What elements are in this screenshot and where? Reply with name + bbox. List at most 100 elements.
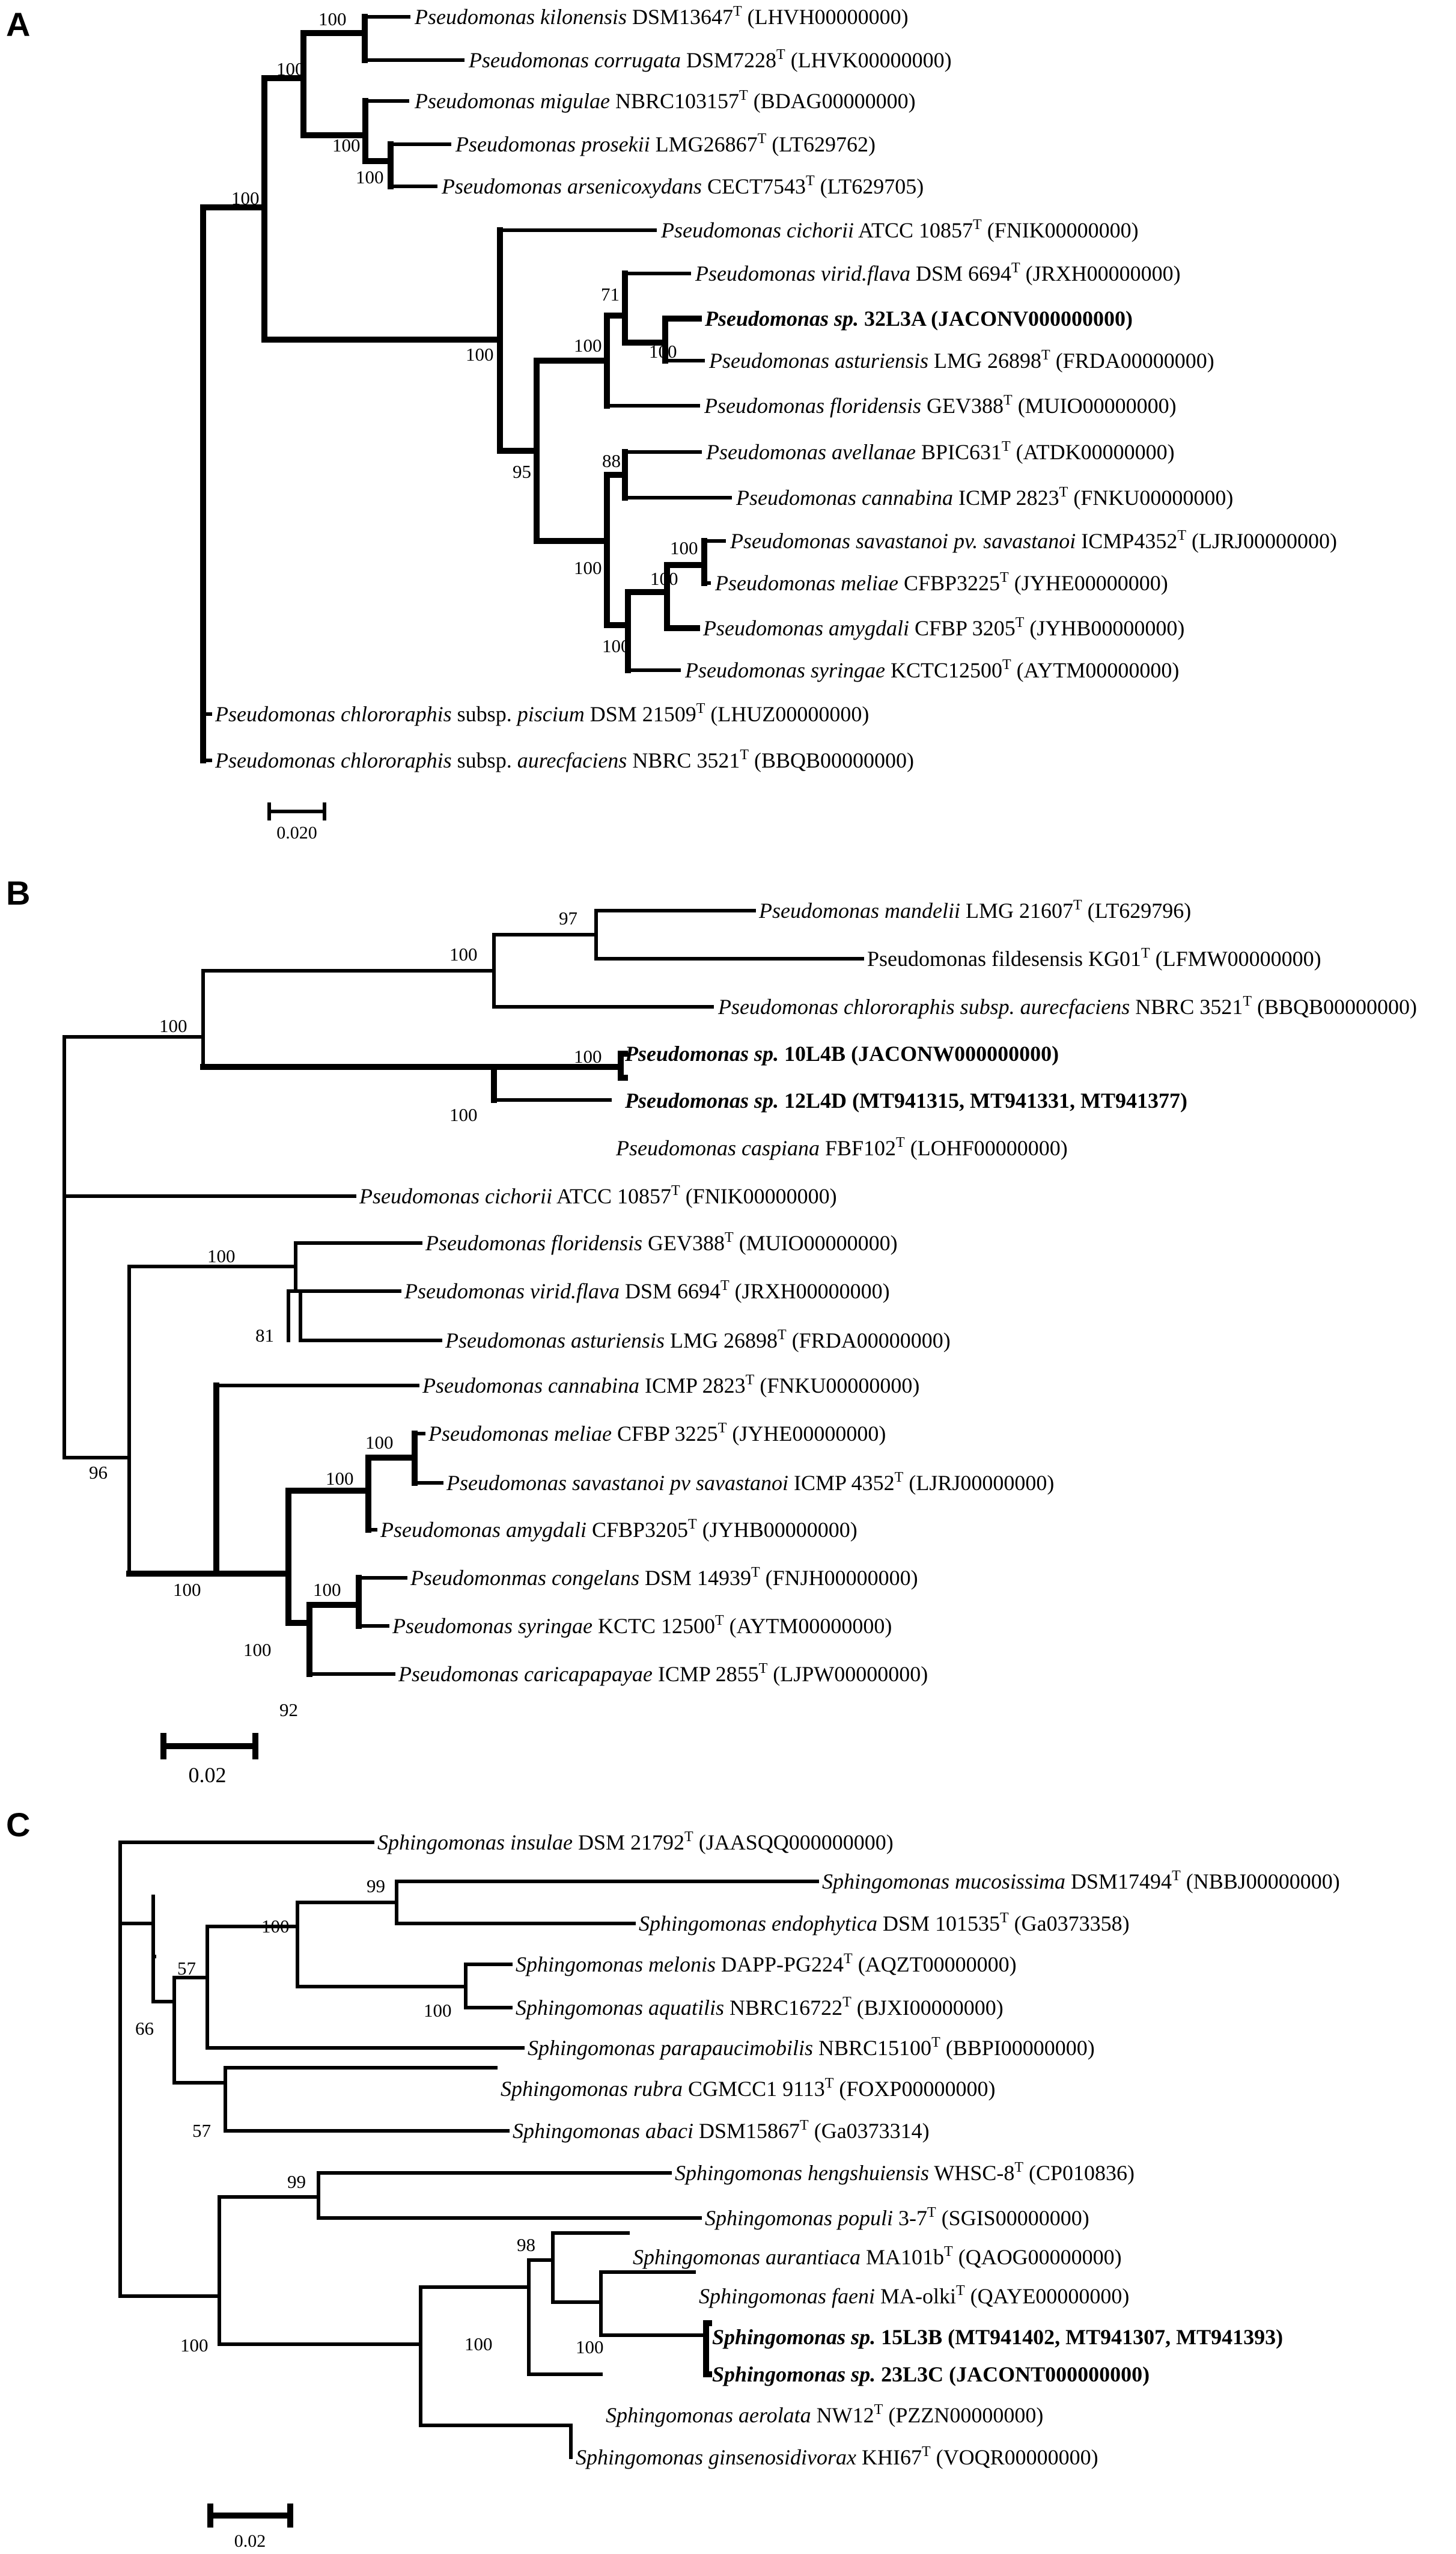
- taxon-label: Pseudomonas chlororaphis subsp. aurecfac…: [717, 994, 1417, 1019]
- taxon-label: Pseudomonas avellanae BPIC631T (ATDK0000…: [705, 439, 1175, 464]
- taxon-label-isolate: Pseudomonas sp. 32L3A (JACONV000000000): [704, 307, 1133, 331]
- taxon-label: Pseudomonmas congelans DSM 14939T (FNJH0…: [410, 1565, 918, 1590]
- bootstrap-value: 100: [326, 1468, 354, 1489]
- bootstrap-value: 88: [602, 450, 621, 471]
- taxon-label: Pseudomonas virid.flava DSM 6694T (JRXH0…: [695, 260, 1181, 286]
- bootstrap-value: 66: [135, 2018, 154, 2039]
- taxon-label: Pseudomonas migulae NBRC103157T (BDAG000…: [414, 88, 916, 113]
- taxon-label: Pseudomonas prosekii LMG26867T (LT629762…: [455, 131, 876, 156]
- bootstrap-value: 100: [576, 2336, 604, 2357]
- bootstrap-value: 92: [279, 1699, 298, 1720]
- taxon-label-isolate: Pseudomonas sp. 10L4B (JACONW000000000): [624, 1042, 1059, 1066]
- scale-bar-label: 0.020: [276, 823, 317, 843]
- taxon-label: Pseudomonas mandelii LMG 21607T (LT62979…: [758, 897, 1191, 923]
- bootstrap-value: 100: [173, 1579, 201, 1600]
- bootstrap-value: 81: [255, 1325, 274, 1346]
- taxon-label: Pseudomonas cannabina ICMP 2823T (FNKU00…: [736, 484, 1233, 510]
- scale-bar-label: 0.02: [234, 2531, 266, 2551]
- bootstrap-value: 99: [287, 2171, 306, 2192]
- bootstrap-value: 100: [466, 344, 494, 365]
- taxon-label: Pseudomonas syringae KCTC 12500T (AYTM00…: [392, 1613, 892, 1638]
- panel-letter-a: A: [6, 5, 30, 43]
- taxon-label: Pseudomonas cichorii ATCC 10857T (FNIK00…: [359, 1183, 837, 1208]
- taxon-label-isolate: Sphingomonas sp. 23L3C (JACONT000000000): [712, 2362, 1150, 2386]
- panel-b-scale-bar: 0.02: [160, 1733, 258, 1787]
- taxon-label: Pseudomonas chlororaphis subsp. piscium …: [215, 701, 869, 726]
- panel-b-bootstrap-values: 97 100 100 100 100 100 81 96 100 100 100…: [89, 908, 602, 1720]
- taxon-label: Pseudomonas arsenicoxydans CECT7543T (LT…: [441, 173, 924, 198]
- taxon-label: Sphingomonas ginsenosidivorax KHI67T (VO…: [576, 2444, 1098, 2469]
- bootstrap-value: 100: [332, 135, 361, 156]
- taxon-label: Pseudomonas savastanoi pv savastanoi ICM…: [446, 1470, 1054, 1495]
- taxon-label: Pseudomonas fildesensis KG01T (LFMW00000…: [867, 946, 1321, 971]
- panel-b: B: [6, 874, 1417, 1787]
- bootstrap-value: 98: [517, 2234, 535, 2255]
- bootstrap-value: 100: [313, 1579, 341, 1600]
- scale-bar-label: 0.02: [189, 1763, 227, 1787]
- taxon-label: Pseudomonas cichorii ATCC 10857T (FNIK00…: [660, 217, 1139, 242]
- bootstrap-value: 100: [159, 1015, 187, 1036]
- bootstrap-value: 97: [559, 908, 577, 929]
- taxon-label: Sphingomonas abaci DSM15867T (Ga0373314): [513, 2118, 930, 2143]
- bootstrap-value: 100: [649, 341, 677, 362]
- bootstrap-value: 100: [276, 58, 305, 79]
- taxon-label: Pseudomonas corrugata DSM7228T (LHVK0000…: [468, 47, 952, 72]
- bootstrap-value: 71: [601, 284, 620, 305]
- bootstrap-value: 100: [318, 8, 347, 29]
- panel-c: C: [6, 1806, 1340, 2551]
- panel-a-taxa: Pseudomonas kilonensis DSM13647T (LHVH00…: [215, 4, 1337, 772]
- taxon-label: Sphingomonas populi 3-7T (SGIS00000000): [705, 2205, 1089, 2230]
- bootstrap-value: 100: [207, 1245, 236, 1266]
- taxon-label: Pseudomonas kilonensis DSM13647T (LHVH00…: [414, 4, 909, 29]
- taxon-label: Pseudomonas syringae KCTC12500T (AYTM000…: [684, 657, 1179, 682]
- panel-b-branches: [62, 909, 864, 1677]
- taxon-label: Sphingomonas aquatilis NBRC16722T (BJXI0…: [516, 1994, 1004, 2020]
- taxon-label: Pseudomonas asturiensis LMG 26898T (FRDA…: [445, 1327, 951, 1352]
- bootstrap-value: 100: [449, 944, 478, 965]
- bootstrap-value: 100: [602, 635, 630, 656]
- taxon-label: Pseudomonas virid.flava DSM 6694T (JRXH0…: [404, 1278, 890, 1303]
- taxon-label: Sphingomonas insulae DSM 21792T (JAASQQ0…: [377, 1829, 894, 1854]
- bootstrap-value: 100: [574, 1046, 602, 1067]
- taxon-label: Pseudomonas caspiana FBF102T (LOHF000000…: [615, 1135, 1068, 1160]
- bootstrap-value: 100: [261, 1916, 290, 1937]
- panel-letter-c: C: [6, 1806, 30, 1844]
- taxon-label: Sphingomonas rubra CGMCC1 9113T (FOXP000…: [501, 2076, 995, 2101]
- taxon-label: Sphingomonas aerolata NW12T (PZZN0000000…: [606, 2402, 1043, 2427]
- taxon-label: Pseudomonas amygdali CFBP 3205T (JYHB000…: [702, 615, 1184, 640]
- panel-a-bootstrap-values: 100 100 100 100 100 71 100 100 100 95 88…: [231, 8, 698, 656]
- panel-c-scale-bar: 0.02: [207, 2424, 573, 2551]
- bootstrap-value: 100: [243, 1639, 272, 1660]
- taxon-label: Pseudomonas floridensis GEV388T (MUIO000…: [425, 1230, 898, 1255]
- taxon-label: Sphingomonas aurantiaca MA101bT (QAOG000…: [633, 2244, 1122, 2269]
- bootstrap-value: 96: [89, 1462, 108, 1483]
- taxon-label: Pseudomonas chlororaphis subsp. aurecfac…: [215, 747, 914, 772]
- taxon-label: Pseudomonas amygdali CFBP3205T (JYHB0000…: [380, 1517, 857, 1542]
- bootstrap-value: 100: [231, 188, 260, 209]
- taxon-label: Sphingomonas melonis DAPP-PG224T (AQZT00…: [516, 1951, 1017, 1976]
- bootstrap-value: 100: [574, 557, 602, 578]
- panel-a-branches: [200, 14, 732, 763]
- bootstrap-value: 100: [465, 2333, 493, 2354]
- bootstrap-value: 100: [574, 335, 602, 356]
- bootstrap-value: 57: [177, 1958, 196, 1979]
- panel-b-taxa: Pseudomonas mandelii LMG 21607T (LT62979…: [359, 897, 1417, 1686]
- panel-c-branches: [118, 1841, 819, 2427]
- bootstrap-value: 100: [365, 1432, 394, 1453]
- taxon-label: Pseudomonas meliae CFBP3225T (JYHE000000…: [714, 570, 1168, 595]
- taxon-label: Sphingomonas faeni MA-olkiT (QAYE0000000…: [699, 2283, 1129, 2308]
- taxon-label: Pseudomonas floridensis GEV388T (MUIO000…: [704, 393, 1177, 418]
- bootstrap-value: 100: [650, 568, 678, 589]
- panel-a: A: [6, 4, 1337, 843]
- taxon-label: Sphingomonas mucosissima DSM17494T (NBBJ…: [822, 1868, 1340, 1893]
- panel-a-scale-bar: 0.020: [267, 802, 326, 843]
- taxon-label: Pseudomonas savastanoi pv. savastanoi IC…: [730, 528, 1337, 553]
- taxon-label: Sphingomonas endophytica DSM 101535T (Ga…: [639, 1910, 1130, 1935]
- panel-letter-b: B: [6, 874, 30, 912]
- bootstrap-value: 100: [180, 2335, 209, 2356]
- bootstrap-value: 100: [449, 1104, 478, 1125]
- taxon-label: Pseudomonas asturiensis LMG 26898T (FRDA…: [708, 347, 1214, 373]
- panel-c-taxa: Sphingomonas insulae DSM 21792T (JAASQQ0…: [377, 1829, 1340, 2469]
- taxon-label-isolate: Sphingomonas sp. 15L3B (MT941402, MT9413…: [712, 2325, 1283, 2349]
